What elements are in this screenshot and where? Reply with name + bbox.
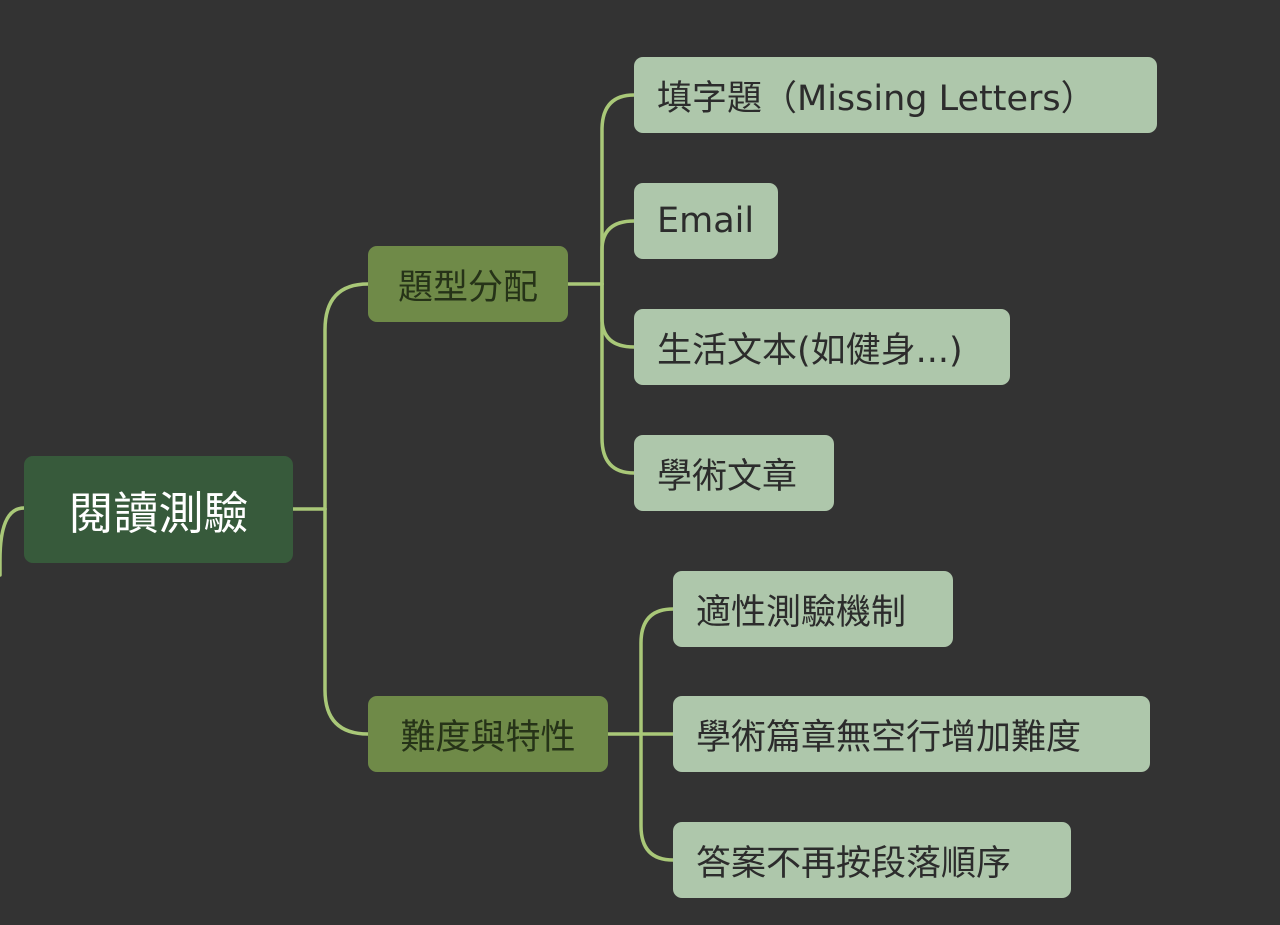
connector-branch-2-to-leaf-3: [639, 732, 675, 862]
connector-branch-1-to-leaf-1: [600, 93, 636, 286]
leaf-node-label: 學術篇章無空行增加難度: [696, 717, 1082, 758]
leaf-node-label: 生活文本(如健身...): [657, 330, 963, 371]
branch-node-question-types[interactable]: 題型分配: [368, 246, 568, 322]
connector-branch-1-to-leaf-3: [600, 282, 636, 349]
connector-branch-1-to-leaf-2: [600, 219, 636, 286]
leaf-node-missing-letters[interactable]: 填字題（Missing Letters）: [634, 57, 1157, 133]
leaf-node-label: 答案不再按段落順序: [696, 843, 1012, 884]
leaf-node-label: 填字題（Missing Letters）: [657, 78, 1096, 119]
connector-root-to-branch-1: [323, 282, 370, 511]
connector-incoming: [0, 506, 26, 577]
branch-node-label: 難度與特性: [400, 717, 576, 758]
leaf-node-label: 適性測驗機制: [696, 592, 907, 633]
leaf-node-daily-life-text[interactable]: 生活文本(如健身...): [634, 309, 1010, 385]
branch-node-label: 題型分配: [397, 267, 538, 308]
leaf-node-email[interactable]: Email: [634, 183, 778, 259]
connector-root-to-branch-2: [323, 507, 370, 736]
connector-branch-1-to-leaf-4: [600, 282, 636, 475]
branch-node-difficulty[interactable]: 難度與特性: [368, 696, 608, 772]
leaf-node-no-blank-lines[interactable]: 學術篇章無空行增加難度: [673, 696, 1150, 772]
leaf-node-adaptive-testing[interactable]: 適性測驗機制: [673, 571, 953, 647]
root-node-label: 閱讀測驗: [68, 487, 249, 540]
leaf-node-academic-article[interactable]: 學術文章: [634, 435, 834, 511]
leaf-node-answer-order[interactable]: 答案不再按段落順序: [673, 822, 1071, 898]
leaf-node-label: 學術文章: [657, 456, 798, 497]
connector-branch-2-to-leaf-1: [639, 607, 675, 736]
leaf-node-label: Email: [657, 201, 755, 241]
root-node[interactable]: 閱讀測驗: [24, 456, 293, 563]
